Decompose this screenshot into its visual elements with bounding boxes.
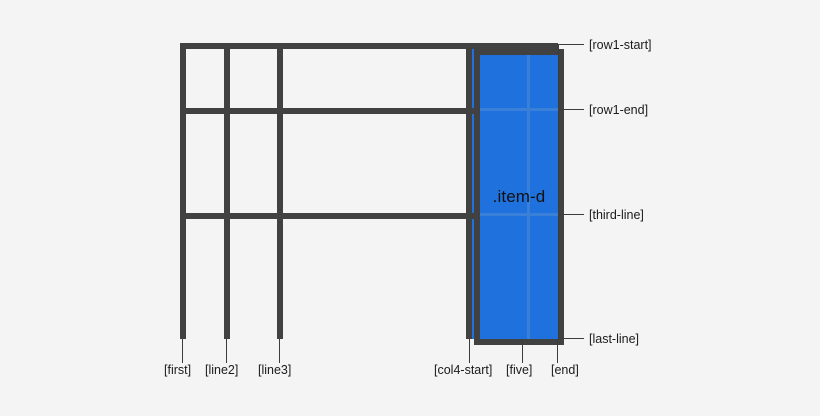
grid-cell-r2c2 bbox=[230, 114, 277, 213]
grid-cell-r1c1 bbox=[186, 49, 224, 108]
item-d-row-divider-1 bbox=[480, 108, 558, 111]
item-d-row-divider-2 bbox=[480, 213, 558, 216]
column-line-tick-line3 bbox=[279, 339, 280, 363]
item-d-column-divider bbox=[527, 55, 530, 339]
row-line-label-last-line: [last-line] bbox=[589, 332, 640, 346]
column-line-tick-col4-start bbox=[469, 339, 470, 363]
grid-cell-r3c2 bbox=[230, 219, 277, 339]
grid-cell-r1c3 bbox=[283, 49, 466, 108]
grid-cell-r1c2 bbox=[230, 49, 277, 108]
row-line-tick-row1-start bbox=[558, 44, 584, 45]
column-line-tick-end bbox=[557, 339, 558, 363]
column-line-label-first: [first] bbox=[164, 363, 192, 377]
row-line-label-row1-start: [row1-start] bbox=[589, 38, 652, 52]
grid-cell-r3c3 bbox=[283, 219, 466, 339]
column-line-tick-first bbox=[182, 339, 183, 363]
column-line-label-col4-start: [col4-start] bbox=[434, 363, 493, 377]
row-line-tick-row1-end bbox=[558, 109, 584, 110]
row-line-connector bbox=[558, 44, 559, 339]
grid-item-d-label: .item-d bbox=[492, 187, 546, 206]
row-line-tick-third-line bbox=[558, 214, 584, 215]
grid-container: .item-d bbox=[180, 43, 564, 345]
column-line-tick-line2 bbox=[226, 339, 227, 363]
grid-cell-r2c1 bbox=[186, 114, 224, 213]
column-line-label-line3: [line3] bbox=[258, 363, 292, 377]
column-line-label-five: [five] bbox=[506, 363, 533, 377]
row-line-label-third-line: [third-line] bbox=[589, 208, 644, 222]
grid-cell-r3c1 bbox=[186, 219, 224, 339]
column-line-label-line2: [line2] bbox=[205, 363, 239, 377]
row-line-label-row1-end: [row1-end] bbox=[589, 103, 649, 117]
column-line-tick-five bbox=[522, 339, 523, 363]
grid-cell-r2c3 bbox=[283, 114, 466, 213]
row-line-tick-last-line bbox=[558, 338, 584, 339]
grid-item-d: .item-d bbox=[474, 49, 564, 345]
column-line-label-end: [end] bbox=[551, 363, 579, 377]
